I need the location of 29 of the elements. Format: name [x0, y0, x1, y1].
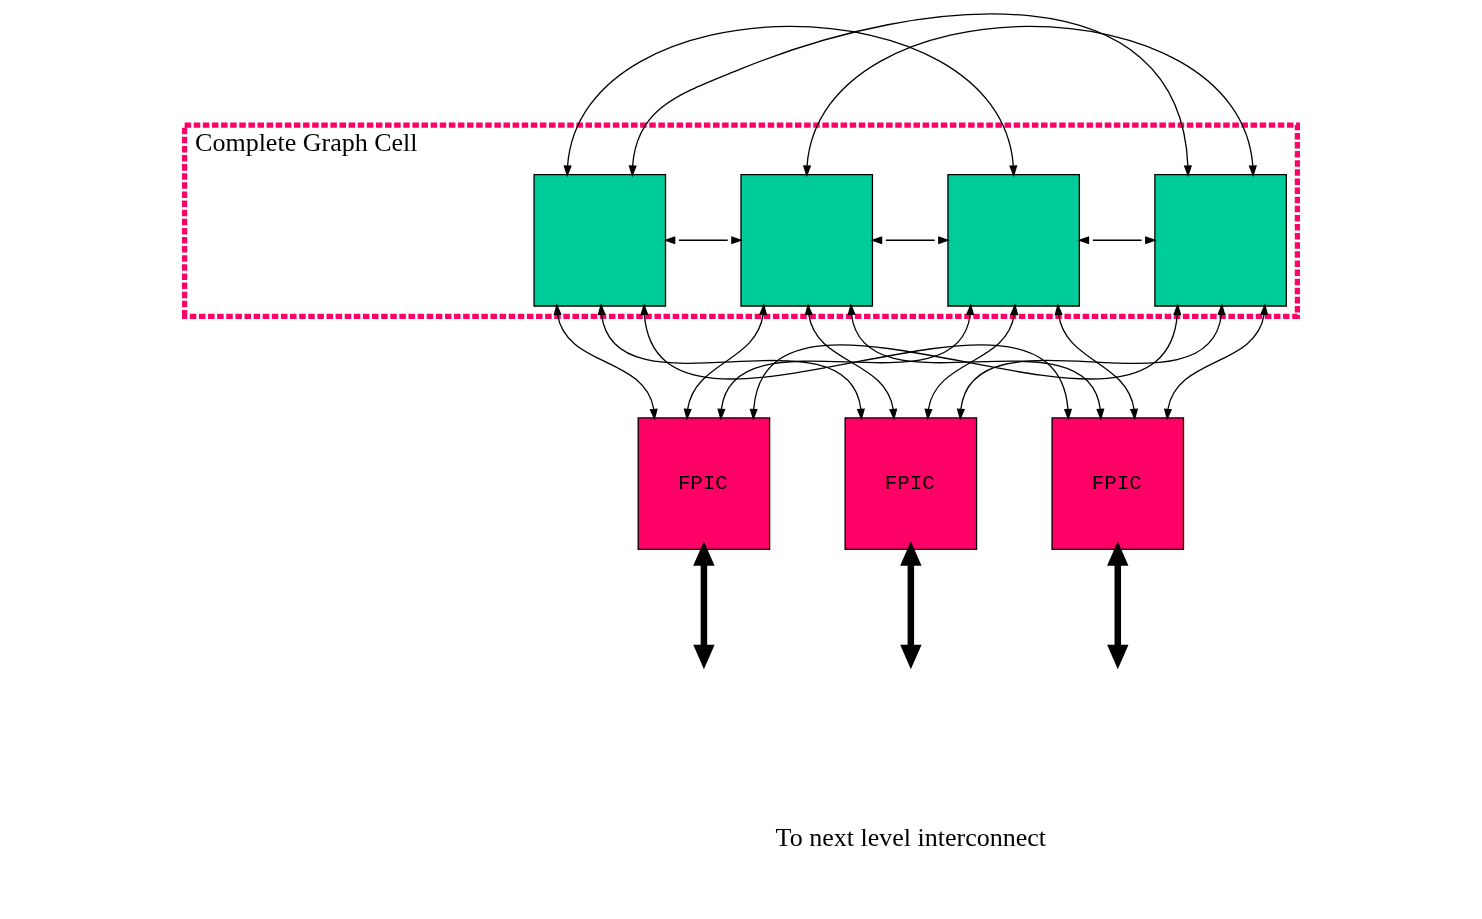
arrow [693, 541, 715, 670]
label: To next level interconnect [775, 823, 1047, 853]
arrow [717, 303, 975, 421]
arrow [597, 303, 865, 421]
arrow [640, 303, 1073, 421]
arrow [1107, 541, 1129, 670]
arrow [847, 303, 1105, 421]
node-box [740, 173, 874, 307]
arrow [749, 303, 1182, 421]
arrow [924, 303, 1019, 421]
arrow [870, 236, 950, 245]
arrow [1163, 303, 1269, 421]
arrow [1077, 236, 1157, 245]
node-box [533, 173, 667, 307]
arrow [683, 303, 768, 421]
arrow [1054, 303, 1139, 421]
arrow [663, 236, 743, 245]
node-box [947, 173, 1081, 307]
arrow [956, 303, 1226, 421]
arrow [900, 541, 922, 670]
arrow [628, 13, 1192, 178]
arrow [553, 303, 658, 421]
arrow [802, 25, 1257, 178]
node-box: FPIC [844, 417, 978, 550]
arrow [563, 25, 1018, 178]
node-box: FPIC [637, 417, 771, 550]
node-box [1154, 173, 1287, 307]
node-box: FPIC [1051, 417, 1185, 550]
arrow [804, 303, 898, 421]
